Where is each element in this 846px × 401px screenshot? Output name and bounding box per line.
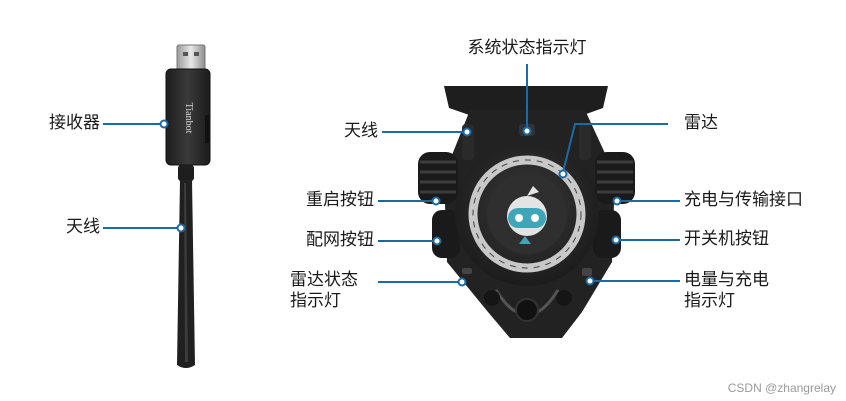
leader-lines [103, 64, 680, 287]
label-robot-antenna: 天线 [344, 121, 378, 141]
callout-dot-robot-antenna [462, 127, 472, 137]
label-receiver: 接收器 [49, 113, 100, 133]
callout-dot-dongle-antenna [176, 223, 186, 233]
wheel-left-front [418, 152, 458, 204]
label-battery-light-line2: 指示灯 [684, 291, 735, 311]
label-dongle-antenna: 天线 [66, 217, 100, 237]
callout-dot-battery-light [585, 276, 595, 286]
label-system-status-light: 系统状态指示灯 [467, 38, 587, 58]
robot [418, 86, 635, 338]
label-lidar-status-light-line1: 雷达状态 [290, 270, 358, 290]
receiver-brand-logo: Tianbot [183, 103, 194, 134]
dongle-antenna-joint [178, 165, 194, 181]
usb-receiver: Tianbot [165, 44, 211, 368]
wheel-right-front [595, 152, 635, 204]
callout-dot-lidar-status-light [457, 277, 467, 287]
usb-plug [176, 44, 206, 72]
callout-dot-status-light [522, 126, 532, 136]
robot-antenna-right [579, 124, 591, 160]
callout-dot-charge-port [612, 196, 622, 206]
robot-mascot-logo [507, 186, 547, 244]
callout-dot-network-button [432, 236, 442, 246]
label-lidar-status-light: 雷达状态 指示灯 [290, 270, 374, 312]
callout-dot-restart-button [431, 196, 441, 206]
label-lidar: 雷达 [684, 113, 718, 133]
label-lidar-status-light-line2: 指示灯 [290, 291, 341, 311]
watermark: CSDN @zhangrelay [727, 381, 836, 395]
callout-dot-lidar [558, 169, 568, 179]
rear-caster [515, 298, 539, 322]
label-power-button: 开关机按钮 [684, 229, 769, 249]
callout-dot-receiver [159, 119, 169, 129]
label-charge-port: 充电与传输接口 [684, 190, 803, 210]
callout-dot-power-button [611, 235, 621, 245]
wheel-right-rear [593, 210, 621, 258]
label-network-button: 配网按钮 [306, 230, 374, 250]
label-battery-light-line1: 电量与充电 [684, 270, 769, 290]
wheel-left-rear [432, 210, 460, 258]
label-battery-light: 电量与充电 指示灯 [684, 270, 769, 312]
label-restart-button: 重启按钮 [306, 190, 374, 210]
